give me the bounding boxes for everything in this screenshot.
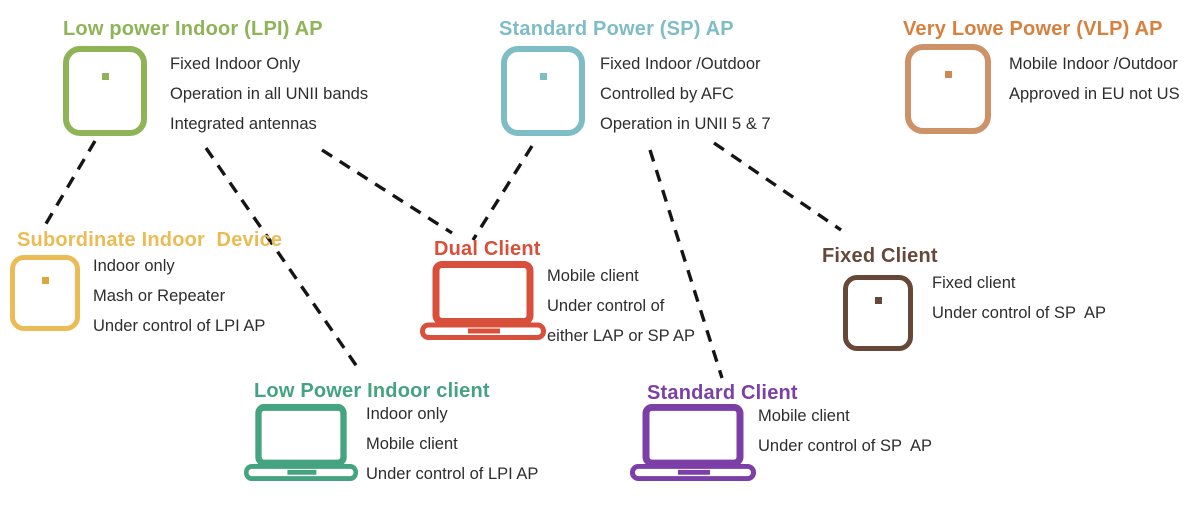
dual-client-title: Dual Client	[434, 238, 541, 260]
description-line: Mobile client	[547, 267, 639, 285]
lpi-client-laptop-icon	[244, 404, 358, 482]
description-line: Fixed Indoor /Outdoor	[600, 55, 761, 73]
description-line: Controlled by AFC	[600, 85, 734, 103]
connector-sp-dual-client	[471, 145, 534, 241]
description-line: Fixed Indoor Only	[170, 55, 301, 73]
lpi-access-point-icon	[63, 46, 147, 136]
connector-sp-standard-client	[648, 149, 724, 379]
connector-lpi-lpi-client	[204, 147, 362, 372]
dual-client-laptop-icon	[420, 261, 546, 340]
ap-dot	[101, 73, 109, 81]
sp-ap-title: Standard Power (SP) AP	[499, 18, 734, 40]
connector-lpi-subordinate	[42, 140, 97, 228]
description-line: Under control of SP AP	[932, 304, 1106, 322]
subordinate-access-point-icon	[10, 255, 80, 331]
fixed-client-title: Fixed Client	[822, 245, 938, 267]
ap-dot	[874, 297, 882, 305]
description-line: Mobile client	[758, 407, 850, 425]
connector-lpi-dual-client	[321, 148, 453, 235]
ap-dot	[539, 73, 547, 81]
description-line: Mobile client	[366, 435, 458, 453]
dual-client-description: Mobile client Under control of either LA…	[547, 261, 695, 351]
description-line: Indoor only	[93, 257, 175, 275]
description-line: Fixed client	[932, 274, 1016, 292]
description-line: Mash or Repeater	[93, 287, 226, 305]
lpi-client-title: Low Power Indoor client	[254, 380, 490, 402]
standard-client-laptop-icon	[630, 404, 756, 482]
description-line: Operation in all UNII bands	[170, 85, 369, 103]
description-line: either LAP or SP AP	[547, 327, 695, 345]
connector-sp-fixed-client	[713, 141, 842, 232]
vlp-ap-description: Mobile Indoor /Outdoor Approved in EU no…	[1009, 49, 1180, 109]
description-line: Under control of	[547, 297, 665, 315]
description-line: Under control of LPI AP	[93, 317, 266, 335]
description-line: Approved in EU not US	[1009, 85, 1180, 103]
description-line: Mobile Indoor /Outdoor	[1009, 55, 1178, 73]
description-line: Under control of SP AP	[758, 437, 932, 455]
sp-ap-description: Fixed Indoor /Outdoor Controlled by AFC …	[600, 49, 771, 139]
lpi-ap-description: Fixed Indoor Only Operation in all UNII …	[170, 49, 368, 139]
lpi-ap-title: Low power Indoor (LPI) AP	[63, 18, 323, 40]
sp-access-point-icon	[501, 46, 585, 136]
description-line: Operation in UNII 5 & 7	[600, 115, 771, 133]
ap-dot	[41, 277, 49, 285]
subordinate-description: Indoor only Mash or Repeater Under contr…	[93, 251, 265, 341]
vlp-ap-title: Very Lowe Power (VLP) AP	[903, 18, 1163, 40]
standard-client-title: Standard Client	[647, 382, 798, 404]
standard-client-description: Mobile client Under control of SP AP	[758, 401, 932, 461]
description-line: Under control of LPI AP	[366, 465, 539, 483]
fixed-client-device-icon	[843, 275, 913, 351]
description-line: Indoor only	[366, 405, 448, 423]
lpi-client-description: Indoor only Mobile client Under control …	[366, 399, 538, 489]
description-line: Integrated antennas	[170, 115, 317, 133]
vlp-access-point-icon	[905, 44, 991, 134]
subordinate-title: Subordinate Indoor Device	[17, 229, 283, 251]
ap-dot	[944, 71, 952, 79]
fixed-client-description: Fixed client Under control of SP AP	[932, 268, 1106, 328]
